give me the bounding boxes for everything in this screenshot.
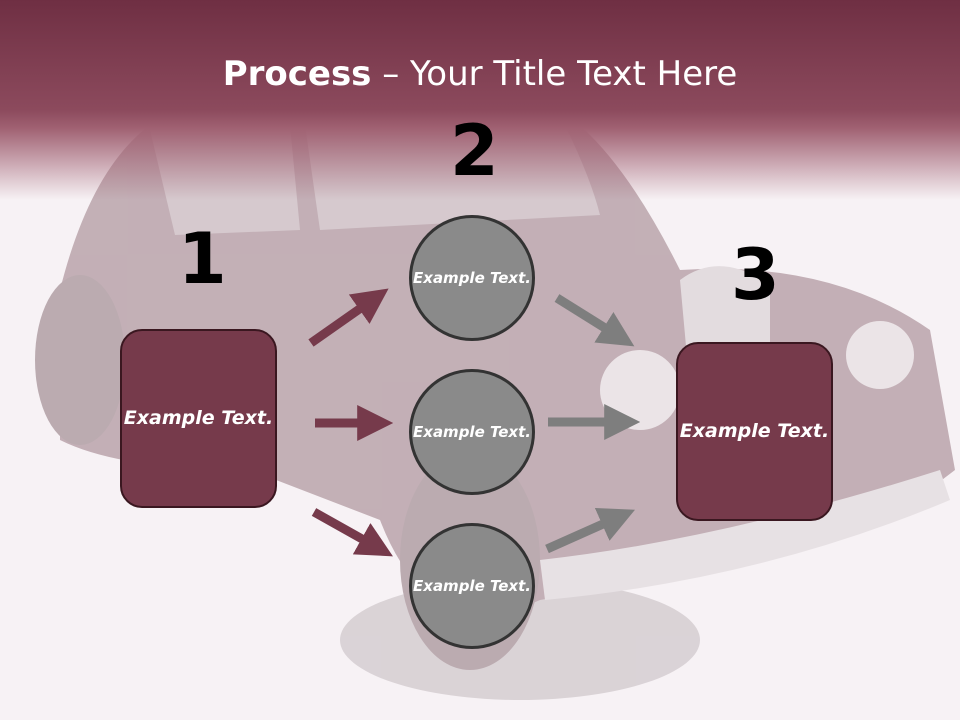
step-number-3: 3 [731,234,780,316]
arrow-to-circle-bottom [311,508,393,557]
header-band [0,0,960,200]
step-2-circle-top: Example Text. [409,215,535,341]
arrow-to-circle-top [308,288,389,347]
arrow-from-circle-bottom [545,507,636,554]
step-1-box: Example Text. [120,329,277,508]
step-1-box-text: Example Text. [123,407,274,429]
title-bold: Process [222,54,372,94]
page-title: Process – Your Title Text Here [0,52,960,96]
step-2-circle-bottom: Example Text. [409,523,535,649]
step-3-box: Example Text. [676,342,833,521]
circle-bottom-text: Example Text. [413,576,531,595]
circle-middle-text: Example Text. [413,422,531,441]
title-rest: – Your Title Text Here [371,54,738,94]
circle-top-text: Example Text. [413,268,531,287]
step-3-box-text: Example Text. [679,420,830,442]
arrow-from-circle-top [554,294,635,347]
step-number-2: 2 [450,110,499,192]
step-number-1: 1 [178,218,227,300]
step-2-circle-middle: Example Text. [409,369,535,495]
